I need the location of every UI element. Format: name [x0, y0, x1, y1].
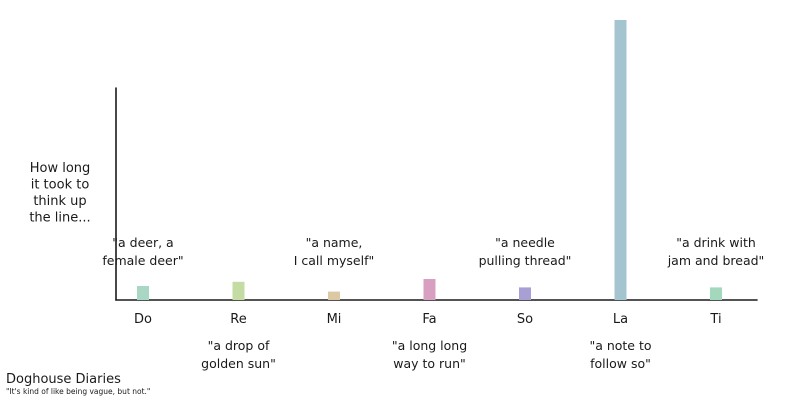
x-tick-label: Fa — [422, 312, 436, 327]
x-tick-label: So — [517, 312, 533, 327]
annotation-line: pulling thread" — [479, 253, 572, 268]
y-axis-label-line: it took to — [31, 178, 90, 193]
bars — [137, 20, 722, 300]
bar-re — [232, 281, 245, 300]
annotation-fa: "a long long way to run" — [392, 338, 467, 371]
annotation-line: "a note to — [589, 338, 651, 353]
annotation-line: "a deer, a — [112, 235, 173, 250]
annotations: "a deer, a female deer" "a drop of golden s… — [102, 235, 764, 371]
annotation-line: "a drink with — [676, 235, 756, 250]
annotation-do: "a deer, a female deer" — [102, 235, 183, 268]
bar-ti — [710, 287, 722, 300]
y-axis-label-line: the line... — [29, 211, 90, 226]
x-tick-labels: Do Re Mi Fa So La Ti — [134, 312, 722, 327]
axes — [115, 87, 758, 301]
annotation-la: "a note to follow so" — [589, 338, 651, 371]
credit: Doghouse Diaries "It's kind of like bein… — [6, 372, 150, 396]
x-tick-label: Ti — [709, 312, 721, 327]
annotation-ti: "a drink with jam and bread" — [667, 235, 765, 268]
annotation-line: golden sun" — [201, 356, 276, 371]
y-axis-label-line: How long — [30, 161, 91, 176]
annotation-line: follow so" — [590, 356, 651, 371]
x-tick-label: La — [613, 312, 628, 327]
annotation-line: I call myself" — [294, 253, 375, 268]
bar-la — [614, 20, 627, 300]
bar-so — [519, 287, 531, 300]
annotation-line: jam and bread" — [667, 253, 765, 268]
y-axis-label-line: think up — [33, 194, 86, 209]
annotation-line: way to run" — [393, 356, 466, 371]
x-tick-label: Do — [134, 312, 152, 327]
bar-mi — [328, 291, 340, 300]
x-tick-label: Re — [230, 312, 246, 327]
annotation-so: "a needle pulling thread" — [479, 235, 572, 268]
annotation-re: "a drop of golden sun" — [201, 338, 276, 371]
credit-subtitle: "It's kind of like being vague, but not.… — [6, 387, 150, 396]
annotation-mi: "a name, I call myself" — [294, 235, 375, 268]
x-tick-label: Mi — [327, 312, 342, 327]
bar-do — [137, 286, 149, 300]
annotation-line: female deer" — [102, 253, 183, 268]
annotation-line: "a drop of — [208, 338, 270, 353]
annotation-line: "a needle — [495, 235, 555, 250]
credit-title: Doghouse Diaries — [6, 372, 121, 387]
bar-fa — [423, 279, 436, 300]
annotation-line: "a name, — [306, 235, 363, 250]
annotation-line: "a long long — [392, 338, 467, 353]
